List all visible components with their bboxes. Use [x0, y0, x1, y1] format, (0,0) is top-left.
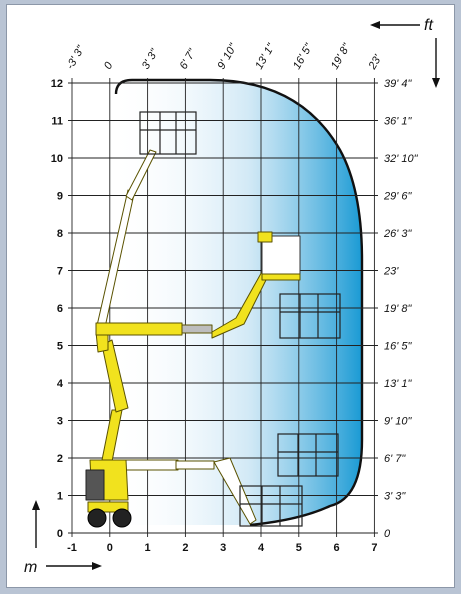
x-tick-label-m: 5 — [296, 542, 302, 554]
y-tick-label-m: 0 — [57, 528, 63, 540]
horizontal-boom-ext — [181, 324, 213, 334]
riser-boom — [101, 339, 129, 413]
y-tick-label-ft: 36' 1" — [384, 116, 413, 128]
x-tick-label-ft: 6' 7" — [178, 46, 200, 71]
x-tick-label-ft: 23' — [366, 52, 385, 72]
wheel-right — [112, 508, 132, 528]
y-tick-label-m: 10 — [51, 153, 63, 165]
y-tick-label-m: 5 — [57, 341, 63, 353]
y-tick-label-m: 4 — [57, 378, 64, 390]
y-tick-label-ft: 39' 4" — [384, 78, 413, 90]
ft-arrow-down-head — [432, 78, 440, 88]
x-tick-label-ft: -3' 3" — [64, 43, 87, 72]
y-tick-label-ft: 13' 1" — [384, 378, 413, 390]
y-tick-label-m: 11 — [51, 116, 63, 128]
y-tick-label-ft: 0 — [384, 528, 391, 540]
y-tick-label-m: 8 — [57, 228, 63, 240]
x-tick-label-m: 1 — [145, 542, 151, 554]
x-tick-label-m: 6 — [334, 542, 340, 554]
basket-ground — [239, 485, 303, 527]
y-tick-label-m: 6 — [57, 303, 63, 315]
horizontal-boom-main — [95, 322, 183, 336]
basket-top-yellow — [257, 231, 273, 243]
ft-arrow-left-head — [370, 21, 380, 29]
x-tick-label-ft: 13' 1" — [253, 41, 278, 72]
aerial-lift-illustration — [85, 149, 301, 528]
unit-m: m — [24, 559, 37, 576]
chassis — [87, 501, 129, 513]
low-boom — [117, 459, 179, 471]
y-tick-label-ft: 26' 3" — [383, 228, 413, 240]
m-arrow-up-head — [32, 500, 40, 510]
unit-ft: ft — [424, 17, 433, 34]
x-tick-label-ft: 0 — [102, 59, 116, 71]
y-tick-label-m: 3 — [57, 416, 63, 428]
x-tick-label-ft: 9' 10" — [215, 41, 240, 72]
y-tick-label-ft: 23' — [383, 266, 399, 278]
low-boom-ext — [175, 460, 215, 470]
y-tick-label-ft: 6' 7" — [384, 453, 406, 465]
counterweight — [85, 469, 105, 501]
wheel-left — [87, 508, 107, 528]
basket-top — [139, 111, 197, 155]
y-tick-label-ft: 29' 6" — [383, 191, 413, 203]
low-jib — [213, 457, 257, 525]
x-tick-label-m: 0 — [107, 542, 113, 554]
y-tick-label-ft: 3' 3" — [384, 491, 406, 503]
x-tick-label-ft: 19' 8" — [329, 41, 354, 72]
x-tick-label-m: -1 — [67, 542, 77, 554]
jib-stowed — [125, 149, 157, 201]
y-tick-label-ft: 9' 10" — [384, 416, 413, 428]
basket-raised-yellow — [261, 235, 301, 277]
y-tick-label-m: 1 — [57, 491, 63, 503]
x-tick-label-m: 2 — [182, 542, 188, 554]
y-tick-label-m: 12 — [51, 78, 63, 90]
x-tick-label-m: 4 — [258, 542, 265, 554]
y-tick-label-ft: 19' 8" — [384, 303, 413, 315]
x-tick-label-m: 7 — [371, 542, 377, 554]
x-tick-label-m: 3 — [220, 542, 226, 554]
x-tick-label-ft: 3' 3" — [140, 46, 162, 71]
basket-low-reach — [277, 433, 339, 477]
basket-high-reach — [279, 293, 341, 339]
x-tick-label-ft: 16' 5" — [291, 41, 316, 72]
y-tick-label-ft: 16' 5" — [384, 341, 413, 353]
envelope-outline — [114, 78, 364, 527]
y-tick-label-m: 9 — [57, 191, 63, 203]
m-arrow-right-head — [92, 562, 102, 570]
y-tick-label-m: 7 — [57, 266, 63, 278]
y-tick-label-ft: 32' 10" — [384, 153, 419, 165]
basket-raised-floor — [261, 273, 301, 281]
y-tick-label-m: 2 — [57, 453, 63, 465]
